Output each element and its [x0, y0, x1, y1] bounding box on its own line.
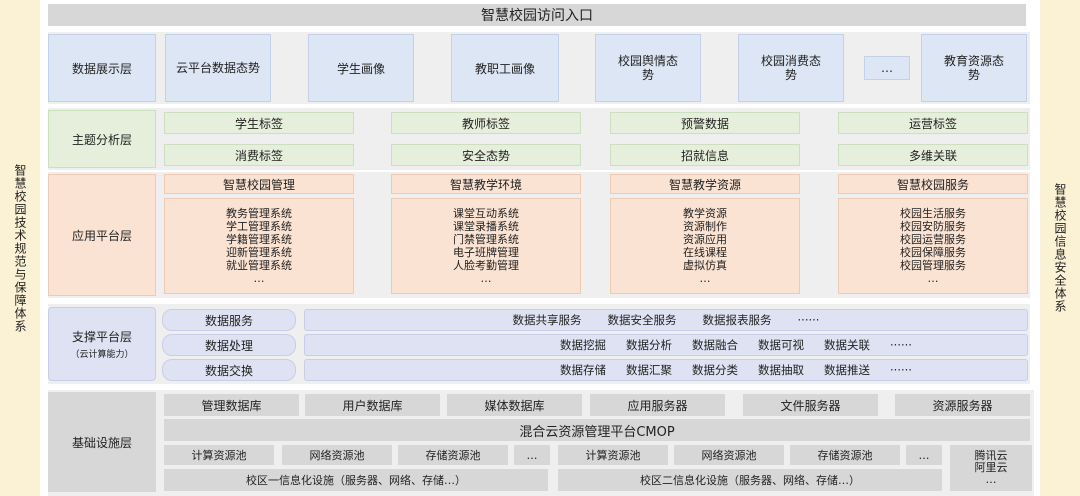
infra-server: 管理数据库 [164, 394, 299, 416]
display-item: 云平台数据态势 [165, 34, 271, 102]
support-item: 数据分析 [626, 338, 673, 352]
topic-tag: 安全态势 [391, 144, 581, 166]
support-item: 数据推送 [824, 363, 871, 377]
infra-server: 资源服务器 [895, 394, 1030, 416]
display-layer-label: 数据展示层 [48, 34, 156, 102]
support-item: 数据融合 [692, 338, 739, 352]
left-side-panel: 智慧校园技术规范与保障体系 [0, 0, 40, 496]
resource-pool-more: … [906, 445, 942, 465]
support-layer-label-box: 支撑平台层 （云计算能力） [48, 307, 156, 381]
topic-tag: 运营标签 [838, 112, 1028, 134]
support-row-name: 数据处理 [162, 334, 296, 356]
infra-server: 媒体数据库 [447, 394, 582, 416]
support-item: 数据存储 [560, 363, 607, 377]
support-item: 数据汇聚 [626, 363, 673, 377]
support-layer-label: 支撑平台层 [71, 330, 132, 344]
support-row-name: 数据服务 [162, 309, 296, 331]
right-side-panel: 智慧校园信息安全体系 [1040, 0, 1080, 496]
public-cloud-providers: 腾讯云 阿里云 … [950, 445, 1032, 491]
topic-tag: 学生标签 [164, 112, 354, 134]
support-row-name: 数据交换 [162, 359, 296, 381]
support-item: 数据报表服务 [702, 313, 772, 327]
resource-pool: 计算资源池 [558, 445, 668, 465]
display-item: 教育资源态势 [921, 34, 1027, 102]
campus-one-facilities: 校区一信息化设施（服务器、网络、存储…） [164, 469, 548, 491]
app-category-header: 智慧教学环境 [391, 174, 581, 194]
support-exchange-bar: 数据存储 数据汇聚 数据分类 数据抽取 数据推送 ······ [304, 359, 1028, 381]
infra-server: 用户数据库 [305, 394, 440, 416]
support-item: ······ [890, 363, 912, 377]
app-category-header: 智慧校园服务 [838, 174, 1028, 194]
topic-tag: 消费标签 [164, 144, 354, 166]
resource-pool: 计算资源池 [164, 445, 274, 465]
resource-pool: 网络资源池 [674, 445, 784, 465]
app-category-header: 智慧教学资源 [610, 174, 800, 194]
display-item: 校园舆情态势 [595, 34, 701, 102]
display-item: 学生画像 [308, 34, 414, 102]
topic-tag: 招就信息 [610, 144, 800, 166]
app-layer-label: 应用平台层 [48, 174, 156, 296]
topic-tag: 预警数据 [610, 112, 800, 134]
app-category-header: 智慧校园管理 [164, 174, 354, 194]
infra-server: 文件服务器 [743, 394, 878, 416]
support-item: ······ [797, 313, 820, 327]
resource-pool-more: … [514, 445, 550, 465]
topic-tag: 多维关联 [838, 144, 1028, 166]
campus-two-facilities: 校区二信息化设施（服务器、网络、存储…） [558, 469, 942, 491]
topic-tag: 教师标签 [391, 112, 581, 134]
resource-pool: 网络资源池 [282, 445, 392, 465]
display-item: 校园消费态势 [738, 34, 844, 102]
app-system-list: 教务管理系统 学工管理系统 学籍管理系统 迎新管理系统 就业管理系统 … [164, 198, 354, 294]
app-system-list: 校园生活服务 校园安防服务 校园运营服务 校园保障服务 校园管理服务 … [838, 198, 1028, 294]
topic-layer-label: 主题分析层 [48, 110, 156, 168]
infra-server: 应用服务器 [590, 394, 725, 416]
support-item: 数据分类 [692, 363, 739, 377]
display-more: … [864, 56, 910, 80]
support-layer-sublabel: （云计算能力） [70, 350, 134, 360]
app-system-list: 课堂互动系统 课堂录播系统 门禁管理系统 电子班牌管理 人脸考勤管理 … [391, 198, 581, 294]
support-processing-bar: 数据挖掘 数据分析 数据融合 数据可视 数据关联 ······ [304, 334, 1028, 356]
support-item: 数据安全服务 [607, 313, 677, 327]
support-item: ······ [890, 338, 912, 352]
access-entrance-title: 智慧校园访问入口 [48, 4, 1026, 26]
cmop-platform: 混合云资源管理平台CMOP [164, 419, 1030, 441]
support-item: 数据抽取 [758, 363, 805, 377]
support-item: 数据挖掘 [560, 338, 607, 352]
left-side-label: 智慧校园技术规范与保障体系 [13, 163, 27, 333]
support-item: 数据可视 [758, 338, 805, 352]
display-item: 教职工画像 [451, 34, 559, 102]
app-system-list: 教学资源 资源制作 资源应用 在线课程 虚拟仿真 … [610, 198, 800, 294]
resource-pool: 存储资源池 [398, 445, 508, 465]
right-side-label: 智慧校园信息安全体系 [1053, 183, 1067, 313]
support-item: 数据共享服务 [512, 313, 582, 327]
resource-pool: 存储资源池 [790, 445, 900, 465]
infra-layer-label: 基础设施层 [48, 392, 156, 492]
support-item: 数据关联 [824, 338, 871, 352]
support-service-bar: 数据共享服务 数据安全服务 数据报表服务 ······ [304, 309, 1028, 331]
